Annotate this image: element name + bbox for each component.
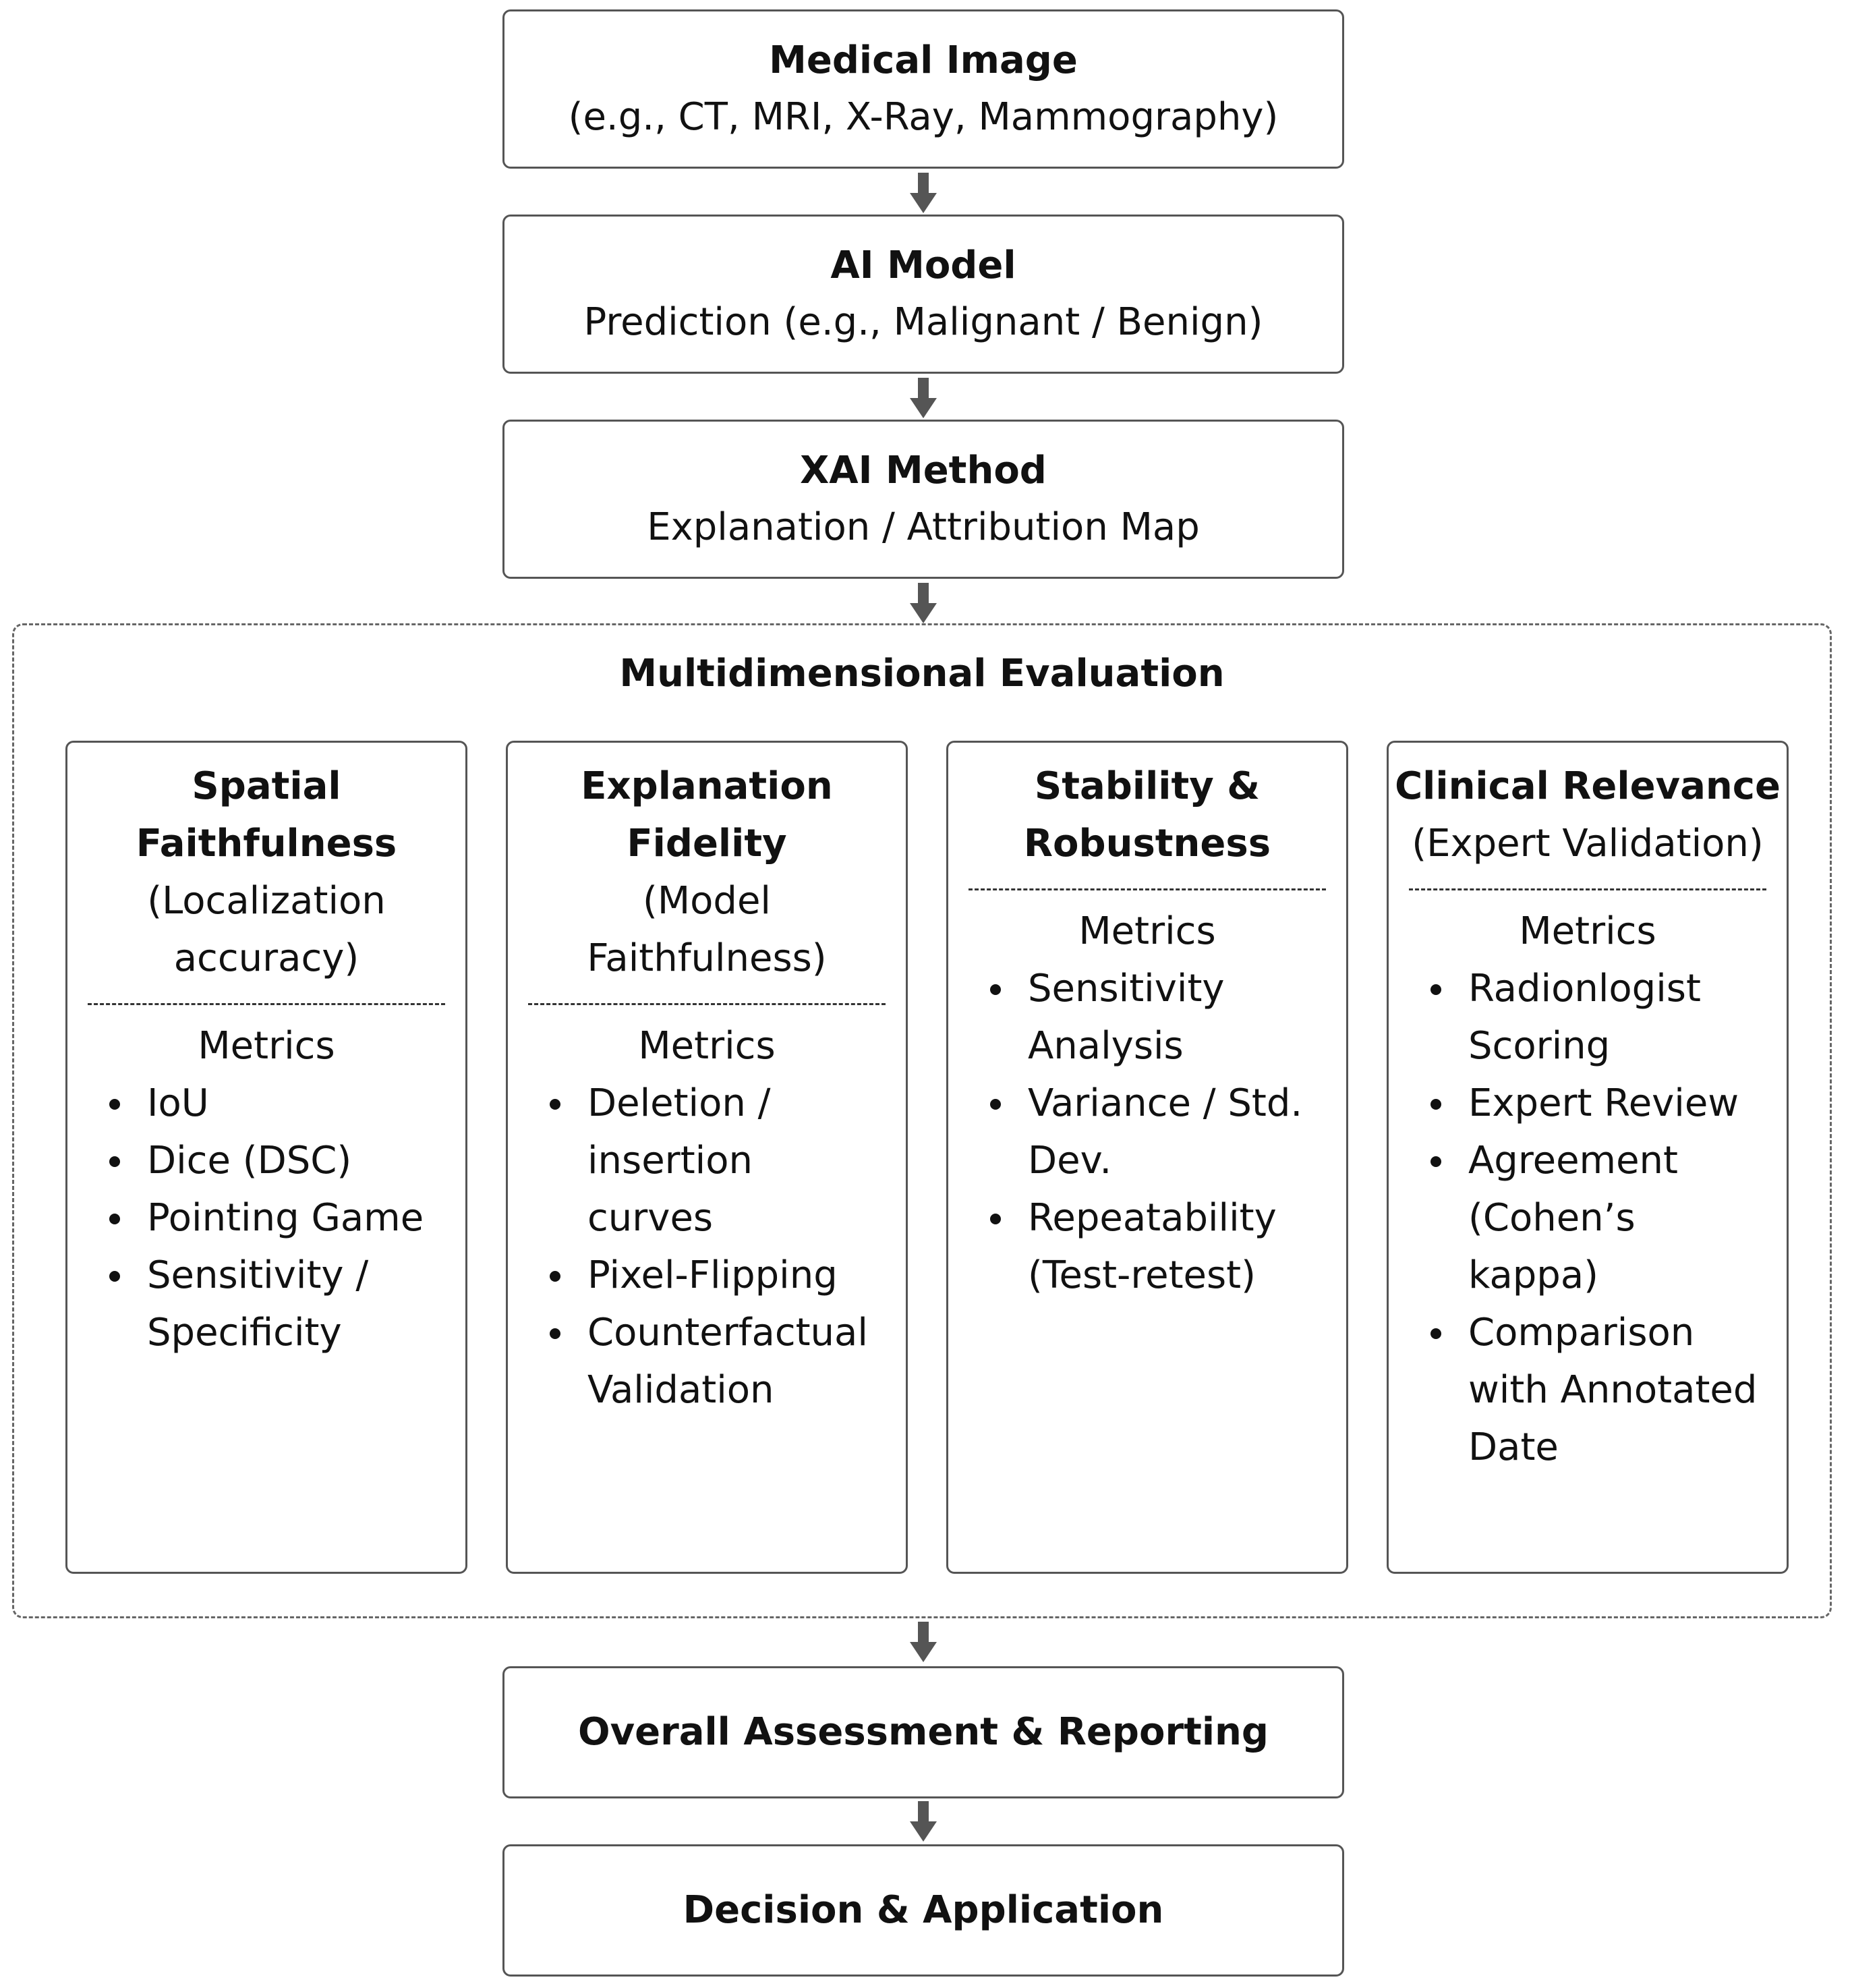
metrics-label: Metrics (638, 1024, 776, 1068)
spatial-faithfulness-column: Spatial Faithfulness (Localization accur… (65, 741, 467, 1574)
decision-application-box: Decision & Application (502, 1844, 1344, 1977)
overall-assessment-title: Overall Assessment & Reporting (577, 1710, 1269, 1754)
metrics-label: Metrics (1078, 909, 1216, 953)
metrics-label: Metrics (1519, 909, 1656, 953)
arrow-down-icon (910, 378, 937, 420)
metrics-list: Radionlogist Scoring Expert Review Agree… (1389, 960, 1787, 1476)
arrow-down-icon (910, 1622, 937, 1664)
dashed-divider (88, 1003, 445, 1005)
xai-method-subtitle: Explanation / Attribution Map (647, 505, 1200, 549)
medical-image-subtitle: (e.g., CT, MRI, X-Ray, Mammography) (568, 95, 1279, 139)
list-item: Radionlogist Scoring (1389, 960, 1787, 1075)
list-item: Deletion / insertion curves (508, 1075, 906, 1247)
column-subtitle: (Expert Validation) (1412, 822, 1764, 865)
medical-image-box: Medical Image (e.g., CT, MRI, X-Ray, Mam… (502, 9, 1344, 169)
clinical-relevance-column: Clinical Relevance (Expert Validation) M… (1387, 741, 1789, 1574)
stability-robustness-column: Stability & Robustness Metrics Sensitivi… (946, 741, 1348, 1574)
evaluation-title: Multidimensional Evaluation (619, 652, 1225, 695)
metrics-label: Metrics (198, 1024, 335, 1068)
overall-assessment-box: Overall Assessment & Reporting (502, 1666, 1344, 1798)
dashed-divider (528, 1003, 886, 1005)
dashed-divider (969, 888, 1326, 890)
decision-application-title: Decision & Application (683, 1888, 1164, 1932)
arrow-down-icon (910, 173, 937, 215)
list-item: Dice (DSC) (67, 1132, 465, 1189)
column-title: Explanation Fidelity (581, 764, 833, 865)
list-item: Repeatability (Test-retest) (948, 1189, 1346, 1304)
arrow-down-icon (910, 583, 937, 625)
list-item: IoU (67, 1075, 465, 1132)
list-item: Variance / Std. Dev. (948, 1075, 1346, 1189)
explanation-fidelity-column: Explanation Fidelity (Model Faithfulness… (506, 741, 908, 1574)
list-item: Sensitivity / Specificity (67, 1247, 465, 1361)
column-title: Clinical Relevance (1395, 764, 1781, 808)
list-item: Pointing Game (67, 1189, 465, 1247)
xai-method-box: XAI Method Explanation / Attribution Map (502, 420, 1344, 579)
column-title: Spatial Faithfulness (136, 764, 397, 865)
ai-model-subtitle: Prediction (e.g., Malignant / Benign) (583, 300, 1263, 344)
metrics-list: IoU Dice (DSC) Pointing Game Sensitivity… (67, 1075, 465, 1361)
column-title: Stability & Robustness (1023, 764, 1271, 865)
metrics-list: Deletion / insertion curves Pixel-Flippi… (508, 1075, 906, 1419)
list-item: Agreement (Cohen’s kappa) (1389, 1132, 1787, 1304)
list-item: Counterfactual Validation (508, 1304, 906, 1419)
list-item: Pixel-Flipping (508, 1247, 906, 1304)
dashed-divider (1409, 888, 1766, 890)
xai-method-title: XAI Method (800, 449, 1047, 492)
medical-image-title: Medical Image (769, 38, 1078, 82)
column-subtitle: (Localization accuracy) (147, 879, 386, 980)
ai-model-box: AI Model Prediction (e.g., Malignant / B… (502, 215, 1344, 374)
arrow-down-icon (910, 1801, 937, 1843)
list-item: Sensitivity Analysis (948, 960, 1346, 1075)
column-subtitle: (Model Faithfulness) (587, 879, 827, 980)
list-item: Expert Review (1389, 1075, 1787, 1132)
ai-model-title: AI Model (830, 244, 1016, 287)
list-item: Comparison with Annotated Date (1389, 1304, 1787, 1476)
metrics-list: Sensitivity Analysis Variance / Std. Dev… (948, 960, 1346, 1304)
multidimensional-evaluation-group: Multidimensional Evaluation (12, 623, 1832, 1618)
